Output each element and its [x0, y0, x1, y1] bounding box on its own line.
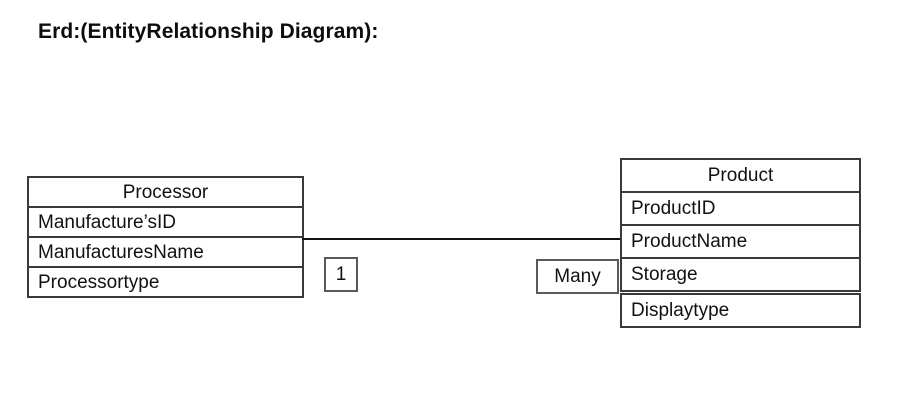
- entity-processor-title: Processor: [27, 176, 304, 208]
- entity-processor-attribute-processortype: Processortype: [27, 266, 304, 298]
- page-title: Erd:(EntityRelationship Diagram):: [38, 20, 379, 43]
- cardinality-label-many: Many: [536, 259, 619, 294]
- relationship-connector-line: [302, 238, 621, 240]
- entity-product-attribute-productname: ProductName: [620, 224, 861, 259]
- entity-processor-attribute-manufacturesname: ManufacturesName: [27, 236, 304, 268]
- entity-product-attribute-displaytype: Displaytype: [620, 293, 861, 328]
- entity-product[interactable]: Product ProductID ProductName Storage Di…: [620, 158, 861, 328]
- cardinality-label-one: 1: [324, 257, 358, 292]
- entity-product-attribute-storage: Storage: [620, 257, 861, 292]
- entity-processor-attribute-manufacturesid: Manufacture’sID: [27, 206, 304, 238]
- entity-product-attribute-productid: ProductID: [620, 191, 861, 226]
- entity-product-title: Product: [620, 158, 861, 193]
- entity-processor[interactable]: Processor Manufacture’sID ManufacturesNa…: [27, 176, 304, 298]
